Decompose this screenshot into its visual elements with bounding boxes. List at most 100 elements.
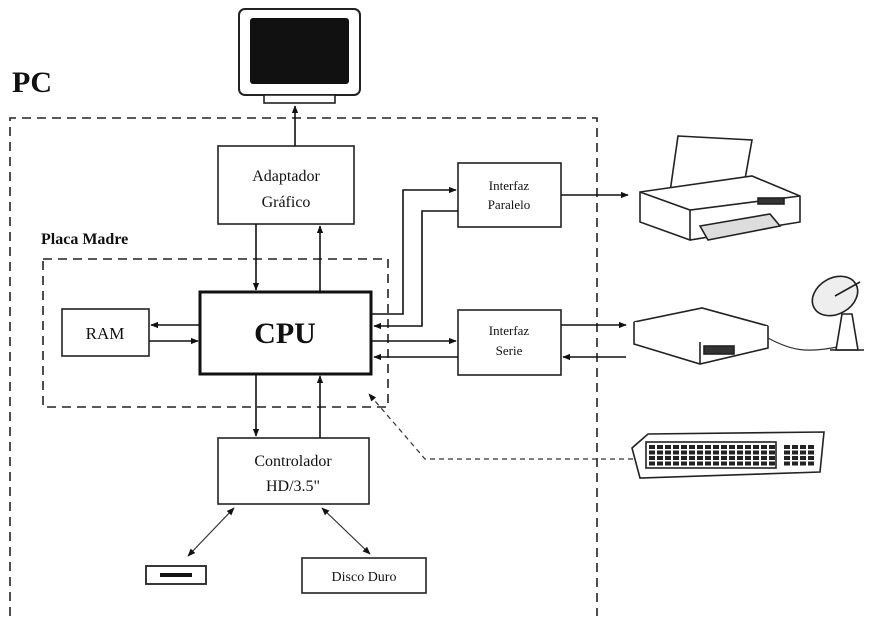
keyboard-key: [673, 451, 679, 455]
keyboard-key: [745, 451, 751, 455]
ram-box: RAM: [62, 309, 149, 356]
keypad-key: [800, 462, 806, 466]
keyboard-key: [649, 456, 655, 460]
keyboard-key: [649, 445, 655, 449]
keyboard-key: [673, 462, 679, 466]
disk-controller-line1: Controlador: [254, 453, 332, 470]
parallel-interface-line2: Paralelo: [488, 197, 531, 212]
keyboard-key: [649, 451, 655, 455]
keyboard-key: [689, 445, 695, 449]
serial-interface-box: Interfaz Serie: [458, 310, 561, 375]
keyboard-key: [697, 445, 703, 449]
keyboard-key: [665, 462, 671, 466]
disk-controller-box: Controlador HD/3.5": [218, 438, 369, 504]
controller-harddisk-arrow: [322, 508, 370, 554]
keypad-key: [792, 451, 798, 455]
keypad-key: [800, 445, 806, 449]
keyboard-key: [657, 462, 663, 466]
keyboard-key: [721, 451, 727, 455]
keyboard-key: [721, 462, 727, 466]
keyboard-key: [745, 462, 751, 466]
cpu-label: CPU: [254, 317, 316, 350]
modem-icon: [634, 308, 768, 364]
keyboard-key: [689, 462, 695, 466]
keyboard-key: [665, 456, 671, 460]
ram-label: RAM: [86, 324, 125, 343]
keyboard-key: [737, 445, 743, 449]
printer-icon: [640, 136, 800, 240]
keyboard-key: [737, 456, 743, 460]
keypad-key: [808, 445, 814, 449]
keyboard-key: [689, 451, 695, 455]
keyboard-key: [761, 456, 767, 460]
cpu-box: CPU: [200, 292, 371, 374]
keyboard-key: [705, 462, 711, 466]
keyboard-key: [737, 451, 743, 455]
keypad-key: [808, 456, 814, 460]
keyboard-key: [761, 462, 767, 466]
keyboard-key: [753, 451, 759, 455]
keyboard-key: [769, 451, 775, 455]
keyboard-key: [705, 456, 711, 460]
keyboard-key: [657, 445, 663, 449]
monitor-icon: [239, 9, 360, 103]
keyboard-key: [649, 462, 655, 466]
keyboard-key: [697, 462, 703, 466]
keypad-key: [784, 445, 790, 449]
pc-title: PC: [12, 66, 52, 99]
keyboard-key: [697, 451, 703, 455]
modem-cable: [768, 338, 842, 350]
keyboard-key: [689, 456, 695, 460]
keyboard-key: [713, 462, 719, 466]
parallel-to-cpu-arrow: [374, 211, 458, 326]
keypad-key: [784, 451, 790, 455]
keyboard-key: [713, 451, 719, 455]
serial-interface-line1: Interfaz: [489, 323, 530, 338]
keypad-key: [800, 451, 806, 455]
keyboard-key: [729, 462, 735, 466]
keyboard-key: [753, 456, 759, 460]
keyboard-key: [745, 445, 751, 449]
keypad-key: [808, 462, 814, 466]
keyboard-key: [729, 445, 735, 449]
keypad-key: [784, 462, 790, 466]
floppy-disk-icon: [146, 566, 206, 584]
keypad-key: [792, 462, 798, 466]
satellite-dish-icon: [805, 268, 865, 350]
keyboard-key: [761, 451, 767, 455]
keyboard-key: [737, 462, 743, 466]
keyboard-key: [681, 456, 687, 460]
serial-interface-line2: Serie: [496, 343, 523, 358]
keyboard-key: [729, 456, 735, 460]
keyboard-key: [673, 456, 679, 460]
keyboard-key: [697, 456, 703, 460]
keypad-key: [784, 456, 790, 460]
keyboard-key: [665, 445, 671, 449]
keyboard-key: [721, 456, 727, 460]
keyboard-key: [753, 445, 759, 449]
keyboard-key: [753, 462, 759, 466]
keyboard-key: [769, 456, 775, 460]
graphics-adapter-line2: Gráfico: [262, 194, 311, 211]
keyboard-key: [705, 451, 711, 455]
keyboard-to-cpu-arrow: [369, 394, 633, 459]
keyboard-key: [729, 451, 735, 455]
keyboard-key: [657, 451, 663, 455]
keyboard-key: [681, 445, 687, 449]
hard-disk-label: Disco Duro: [332, 570, 397, 585]
controller-floppy-arrow: [188, 508, 234, 556]
keypad-key: [792, 456, 798, 460]
keyboard-key: [681, 451, 687, 455]
keyboard-key: [657, 456, 663, 460]
keypad-key: [800, 456, 806, 460]
keyboard-key: [769, 462, 775, 466]
hard-disk-box: Disco Duro: [302, 558, 426, 593]
keyboard-key: [745, 456, 751, 460]
keyboard-key: [681, 462, 687, 466]
keyboard-key: [761, 445, 767, 449]
keyboard-key: [705, 445, 711, 449]
parallel-interface-box: Interfaz Paralelo: [458, 163, 561, 227]
keypad-key: [808, 451, 814, 455]
graphics-adapter-line1: Adaptador: [252, 168, 320, 185]
